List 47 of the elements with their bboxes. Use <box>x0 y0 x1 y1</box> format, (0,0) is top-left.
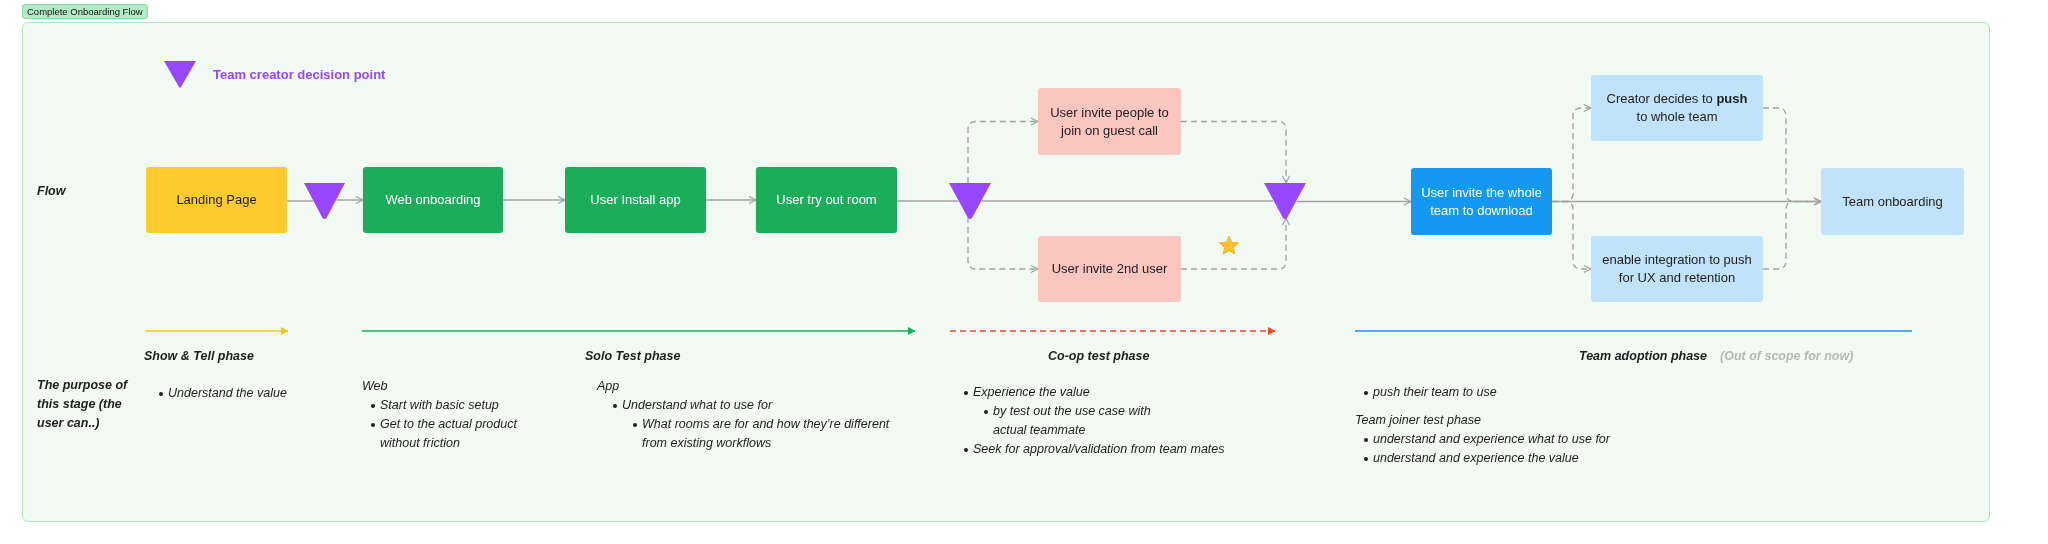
bullet-text: What rooms are for and how they’re different from existing workflows <box>642 416 891 452</box>
phase-title: Solo Test phase <box>585 348 681 365</box>
process-box: User try out room <box>756 167 897 233</box>
arrow <box>967 216 1039 274</box>
bullet-text: by test out the use case with actual teammate <box>993 403 1152 439</box>
connector-line <box>286 200 314 202</box>
connector-line <box>981 200 1274 202</box>
scope-note: (Out of scope for now) <box>1720 348 1854 365</box>
arrow <box>502 195 566 205</box>
decision-triangle <box>947 183 993 220</box>
legend-label: Team creator decision point <box>213 66 386 84</box>
bullet-text: Get to the actual product without friction <box>380 416 519 452</box>
bullet-text: push their team to use <box>1373 384 1497 401</box>
process-box: User invite the whole team to download <box>1411 168 1552 235</box>
bullet-text: understand and experience the value <box>1373 450 1579 467</box>
process-box: User invite people to join on guest call <box>1038 88 1181 155</box>
row-label: Flow <box>37 183 66 200</box>
process-box: Creator decides to push to whole team <box>1591 75 1763 141</box>
process-box: Landing Page <box>146 167 287 233</box>
bullet-text: Understand what to use for <box>622 397 773 414</box>
arrow <box>1180 120 1291 184</box>
arrow <box>967 117 1039 184</box>
arrow <box>705 195 757 205</box>
list-heading: Web <box>362 378 388 395</box>
bullet-text: Seek for approval/validation from team mates <box>973 441 1225 458</box>
process-box: Team onboarding <box>1821 168 1964 235</box>
process-box: User Install app <box>565 167 706 233</box>
phase-title: Show & Tell phase <box>144 348 254 365</box>
bullet-text: Understand the value <box>168 385 288 402</box>
arrow <box>335 195 364 205</box>
row-label: The purpose of this stage (the user can..) <box>37 377 129 432</box>
decision-triangle <box>302 183 347 220</box>
list-heading: App <box>597 378 620 395</box>
bullet-text: Start with basic setup <box>380 397 499 414</box>
decision-triangle <box>1262 183 1308 220</box>
process-box: enable integration to push for UX and retention <box>1591 236 1763 302</box>
arrow <box>1295 197 1412 206</box>
group-tag: Complete Onboarding Flow <box>22 4 148 19</box>
arrow <box>1180 217 1291 270</box>
bullet-text: Experience the value <box>973 384 1090 401</box>
process-box: User invite 2nd user <box>1038 236 1181 302</box>
bullet-text: understand and experience what to use for <box>1373 431 1610 448</box>
process-box: Web onboarding <box>363 167 503 233</box>
phase-title: Team adoption phase <box>1579 348 1708 365</box>
phase-title: Co-op test phase <box>1048 348 1150 365</box>
connector-line <box>896 200 959 202</box>
list-heading: Team joiner test phase <box>1355 412 1481 429</box>
